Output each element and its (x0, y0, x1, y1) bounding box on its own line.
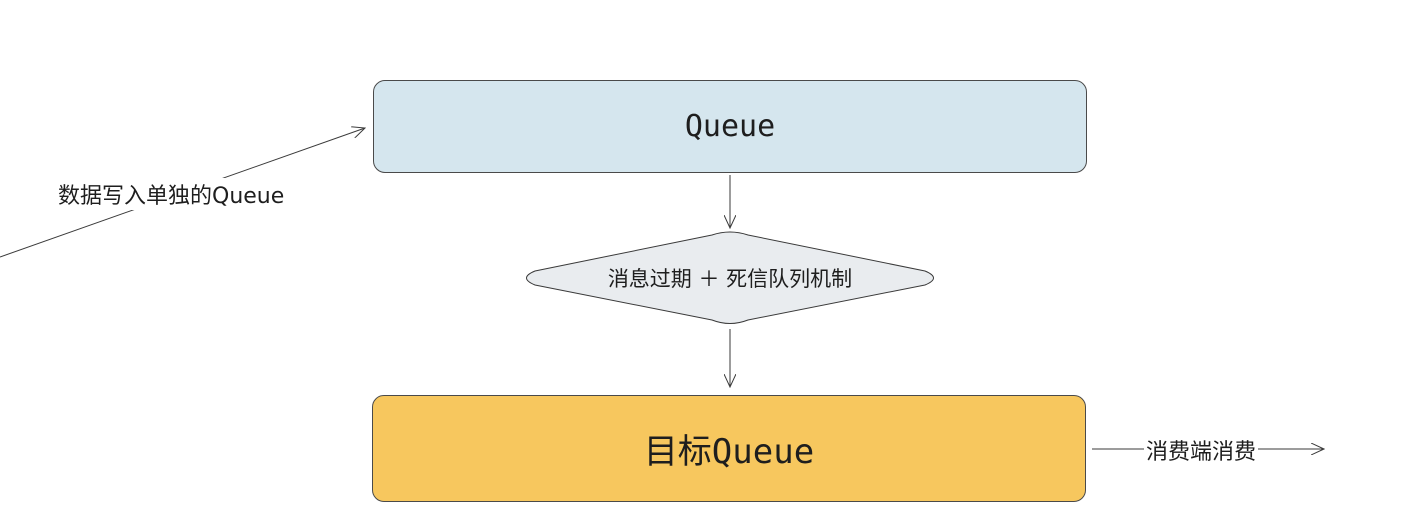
consume-edge-label: 消费端消费 (1144, 434, 1259, 466)
queue-label: Queue (684, 109, 776, 144)
decision-label: 消息过期 ＋ 死信队列机制 (607, 267, 853, 291)
decision-diamond (526, 231, 934, 324)
queue-node[interactable]: Queue (373, 80, 1087, 173)
target-queue-node[interactable]: 目标Queue (372, 395, 1086, 502)
target-queue-label: 目标Queue (643, 432, 815, 472)
write-edge-label: 数据写入单独的Queue (56, 178, 287, 210)
